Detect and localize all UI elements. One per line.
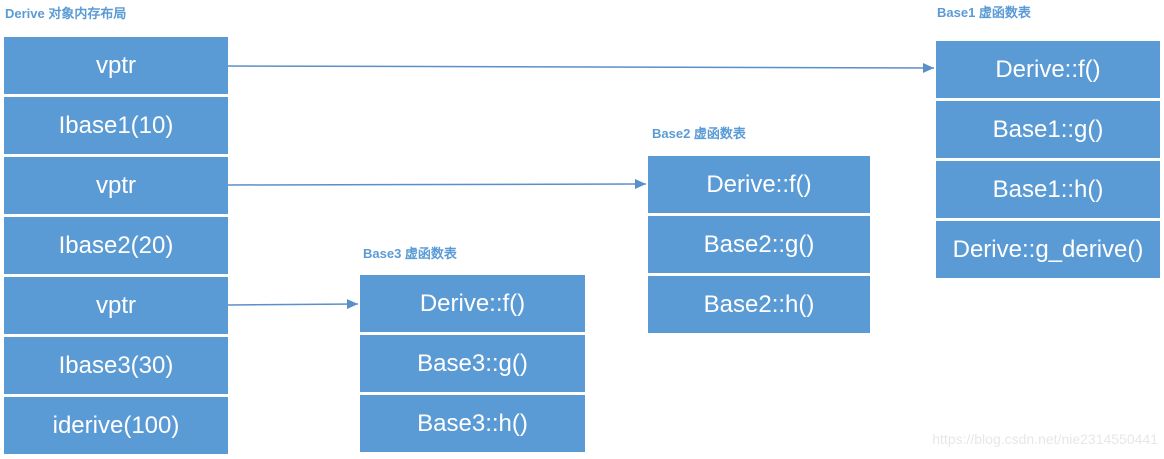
derive-memory-layout: vptr Ibase1(10) vptr Ibase2(20) vptr Iba…: [4, 37, 228, 454]
base1-vtable-title: Base1 虚函数表: [937, 5, 1031, 20]
base2-vtable-title: Base2 虚函数表: [652, 126, 746, 141]
base1-fn-derive-gderive: Derive::g_derive(): [936, 221, 1160, 278]
base1-vtable: Derive::f() Base1::g() Base1::h() Derive…: [936, 41, 1160, 278]
memory-cell-vptr3: vptr: [4, 277, 228, 334]
base1-fn-base1-h: Base1::h(): [936, 161, 1160, 218]
base2-fn-derive-f: Derive::f(): [648, 156, 870, 213]
base3-vtable: Derive::f() Base3::g() Base3::h(): [360, 275, 585, 452]
watermark-url: https://blog.csdn.net/nie2314550441: [932, 431, 1158, 447]
base2-vtable: Derive::f() Base2::g() Base2::h(): [648, 156, 870, 333]
base3-fn-base3-h: Base3::h(): [360, 395, 585, 452]
memory-cell-ibase2: Ibase2(20): [4, 217, 228, 274]
memory-cell-ibase3: Ibase3(30): [4, 337, 228, 394]
vptr-to-base2-arrow: [227, 179, 647, 190]
base2-fn-base2-g: Base2::g(): [648, 216, 870, 273]
vptr-to-base3-arrow: [227, 299, 359, 310]
base1-fn-base1-g: Base1::g(): [936, 101, 1160, 158]
memory-cell-vptr2: vptr: [4, 157, 228, 214]
base3-fn-derive-f: Derive::f(): [360, 275, 585, 332]
base2-fn-base2-h: Base2::h(): [648, 276, 870, 333]
base1-fn-derive-f: Derive::f(): [936, 41, 1160, 98]
base3-vtable-title: Base3 虚函数表: [363, 246, 457, 261]
memory-layout-title: Derive 对象内存布局: [5, 6, 127, 21]
memory-cell-iderive: iderive(100): [4, 397, 228, 454]
memory-cell-vptr1: vptr: [4, 37, 228, 94]
vptr-to-base1-arrow: [227, 62, 935, 73]
base3-fn-base3-g: Base3::g(): [360, 335, 585, 392]
memory-cell-ibase1: Ibase1(10): [4, 97, 228, 154]
